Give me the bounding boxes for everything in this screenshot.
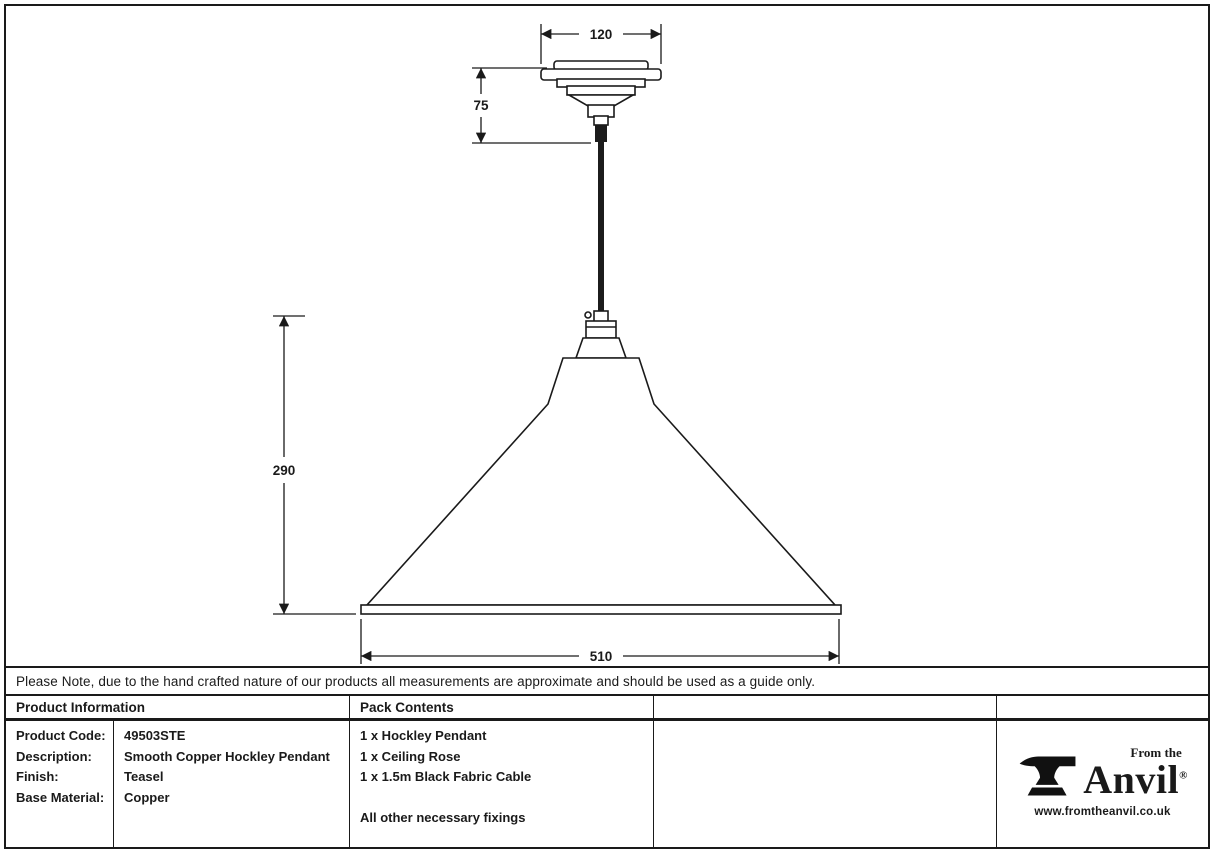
product-info-header: Product Information bbox=[6, 696, 350, 718]
dimension-shade-diameter bbox=[360, 619, 840, 664]
logo-text: From the Anvil® bbox=[1083, 746, 1188, 800]
pack-contents-list: 1 x Hockley Pendant 1 x Ceiling Rose 1 x… bbox=[350, 721, 654, 847]
empty-header-cell bbox=[654, 696, 997, 718]
pack-contents-header: Pack Contents bbox=[350, 696, 654, 718]
pack-item: 1 x Hockley Pendant bbox=[360, 728, 487, 743]
logo-header-cell bbox=[997, 696, 1208, 718]
logo-row: From the Anvil® bbox=[1017, 746, 1188, 800]
brand-word: Anvil bbox=[1083, 756, 1180, 802]
pack-item: 1 x 1.5m Black Fabric Cable bbox=[360, 769, 532, 784]
dim-label-rose-height: 75 bbox=[473, 98, 489, 113]
dim-label-rose-width: 120 bbox=[590, 27, 613, 42]
dimension-rose-width bbox=[540, 24, 662, 64]
dim-label-shade-height: 290 bbox=[273, 463, 296, 478]
registered-mark-icon: ® bbox=[1179, 769, 1188, 782]
description-label: Description: bbox=[16, 748, 92, 764]
anvil-icon bbox=[1019, 756, 1076, 796]
description-value: Smooth Copper Hockley Pendant bbox=[124, 748, 330, 764]
drawing-area: 120 75 290 bbox=[6, 6, 1208, 666]
product-code-value: 49503STE bbox=[124, 728, 186, 743]
logo-brand: Anvil® bbox=[1083, 756, 1188, 802]
finish-value: Teasel bbox=[124, 769, 164, 784]
empty-body-cell bbox=[654, 721, 997, 847]
sheet-frame: 120 75 290 bbox=[4, 4, 1210, 849]
logo-url: www.fromtheanvil.co.uk bbox=[1034, 805, 1171, 818]
pack-footer: All other necessary fixings bbox=[360, 809, 526, 825]
note-text: Please Note, due to the hand crafted nat… bbox=[16, 673, 816, 689]
pendant-shade bbox=[360, 357, 842, 615]
product-code-label: Product Code: bbox=[16, 728, 106, 743]
dimension-shade-height bbox=[273, 315, 356, 615]
finish-label: Finish: bbox=[16, 769, 59, 784]
brand-logo: From the Anvil® www.fromtheanvil.co.uk bbox=[997, 721, 1208, 847]
dim-label-shade-diameter: 510 bbox=[590, 649, 613, 664]
dimension-rose-height bbox=[472, 67, 591, 144]
lamp-holder bbox=[574, 310, 628, 359]
product-info-values: 49503STE Smooth Copper Hockley Pendant T… bbox=[114, 721, 350, 847]
product-info-labels: Product Code: Description: Finish: Base … bbox=[6, 721, 114, 847]
ceiling-rose bbox=[540, 60, 662, 126]
table-body: Product Code: Description: Finish: Base … bbox=[6, 721, 1208, 847]
pack-item: 1 x Ceiling Rose bbox=[360, 748, 461, 764]
base-material-label: Base Material: bbox=[16, 789, 105, 805]
logo-tagline: From the bbox=[1130, 744, 1182, 760]
base-material-value: Copper bbox=[124, 789, 170, 805]
fabric-cable bbox=[595, 124, 607, 316]
note-bar: Please Note, due to the hand crafted nat… bbox=[6, 666, 1208, 696]
table-header-row: Product Information Pack Contents bbox=[6, 696, 1208, 721]
pendant-technical-drawing: 120 75 290 bbox=[273, 24, 842, 664]
